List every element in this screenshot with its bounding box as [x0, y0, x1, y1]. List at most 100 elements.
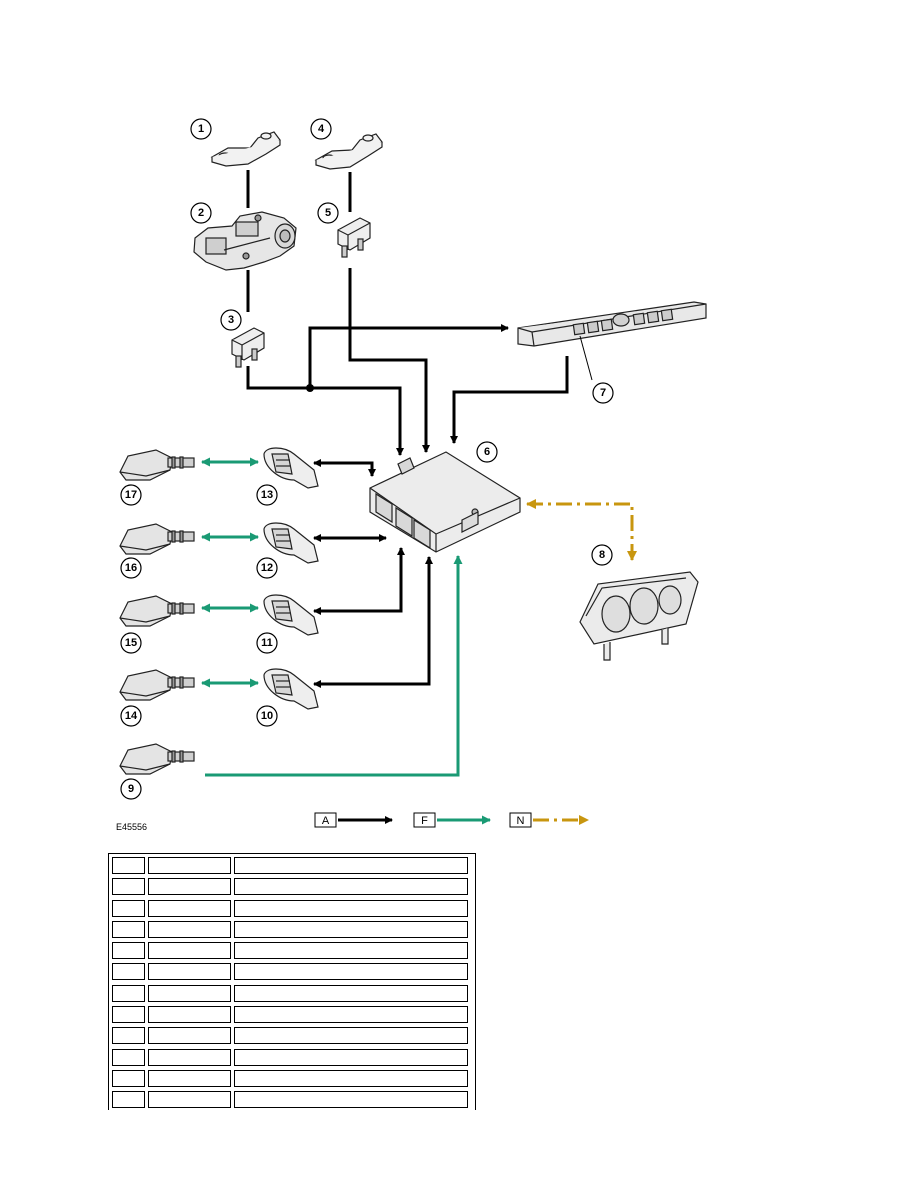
callout-4: 4 — [318, 123, 325, 135]
table-cell — [112, 963, 145, 981]
initiator-11 — [263, 594, 319, 636]
initiator-12 — [263, 522, 319, 564]
table-row — [109, 854, 475, 875]
legend: A F N — [314, 812, 589, 828]
table-cell — [234, 878, 468, 896]
table-cell — [234, 857, 468, 874]
table-cell — [234, 1091, 468, 1109]
table-row — [109, 1024, 475, 1045]
table-cell — [148, 878, 231, 896]
table-cell — [234, 1069, 468, 1087]
tyre-pressure-sensor-16 — [119, 523, 195, 555]
tyre-pressure-sensor-9 — [119, 743, 195, 775]
callout-6: 6 — [484, 446, 490, 458]
callout-9: 9 — [128, 783, 134, 795]
tyre-initiators — [263, 447, 319, 710]
wire-10-to-module — [313, 556, 433, 688]
table-cell — [148, 1048, 231, 1066]
hardwired-connections — [246, 170, 569, 688]
table-cell — [148, 1069, 231, 1087]
tyre-sensors — [119, 449, 195, 775]
wire-to-switchpack — [308, 324, 509, 388]
callout-12: 12 — [261, 562, 273, 574]
legend-letter-n: N — [517, 815, 525, 827]
table-cell — [112, 878, 145, 896]
tyre-pressure-sensor-14 — [119, 669, 195, 701]
callout-3: 3 — [228, 314, 234, 326]
wire-3-to-module — [246, 366, 404, 456]
table-row — [109, 1046, 475, 1067]
wire-11-to-module — [313, 547, 405, 615]
fusible-link-1 — [210, 131, 281, 167]
table-row — [109, 897, 475, 918]
table-cell — [112, 984, 145, 1002]
figure-id: E45556 — [116, 822, 147, 832]
rf-connections — [201, 457, 463, 777]
table-row — [109, 1003, 475, 1024]
table-cell — [148, 899, 231, 917]
table-cell — [148, 1027, 231, 1045]
callout-5: 5 — [325, 207, 331, 219]
table-cell — [148, 857, 231, 874]
table-cell — [112, 1048, 145, 1066]
callout-17: 17 — [125, 489, 137, 501]
callout-11: 11 — [261, 637, 273, 649]
table-cell — [148, 1091, 231, 1109]
table-cell — [112, 1006, 145, 1024]
callout-14: 14 — [125, 710, 138, 722]
callout-7: 7 — [600, 387, 606, 399]
splice-junction — [306, 384, 314, 392]
wire-7-to-module — [450, 356, 569, 444]
callouts — [120, 118, 614, 800]
rf-9-to-module — [205, 555, 463, 777]
table-row — [109, 939, 475, 960]
table-cell — [234, 899, 468, 917]
callout-8: 8 — [599, 549, 605, 561]
table-cell — [148, 984, 231, 1002]
table-cell — [148, 963, 231, 981]
table-row — [109, 1067, 475, 1088]
instrument-cluster-8 — [579, 571, 699, 661]
table-cell — [112, 857, 145, 874]
table-cell — [112, 920, 145, 938]
callout-13: 13 — [261, 489, 273, 501]
callout-1: 1 — [198, 123, 204, 135]
table-cell — [148, 942, 231, 960]
table-cell — [112, 1091, 145, 1109]
initiator-13 — [263, 447, 319, 489]
table-cell — [148, 920, 231, 938]
wire-13-to-module — [313, 459, 376, 477]
legend-box-n — [509, 812, 532, 828]
wire-5-to-module — [348, 268, 430, 453]
fuse-5 — [337, 217, 371, 258]
can-module-to-cluster — [526, 499, 637, 561]
table-cell — [234, 942, 468, 960]
tyre-pressure-sensor-17 — [119, 449, 195, 481]
key-table — [108, 853, 476, 1110]
initiator-10 — [263, 668, 319, 710]
table-cell — [234, 984, 468, 1002]
tpms-module-6 — [369, 451, 521, 553]
table-row — [109, 1088, 475, 1109]
fuse-3 — [231, 327, 265, 368]
table-row — [109, 918, 475, 939]
callout-10: 10 — [261, 710, 273, 722]
legend-letter-a: A — [322, 815, 330, 827]
fusible-link-4 — [314, 133, 383, 170]
table-cell — [234, 1027, 468, 1045]
table-cell — [234, 1006, 468, 1024]
table-cell — [112, 899, 145, 917]
table-row — [109, 960, 475, 981]
table-cell — [112, 1027, 145, 1045]
callout-16: 16 — [125, 562, 137, 574]
switch-pack-7 — [517, 301, 707, 381]
table-cell — [112, 1069, 145, 1087]
table-cell — [234, 1048, 468, 1066]
table-cell — [234, 920, 468, 938]
tyre-pressure-sensor-15 — [119, 595, 195, 627]
table-row — [109, 982, 475, 1003]
legend-letter-f: F — [421, 815, 428, 827]
legend-box-a — [314, 812, 337, 828]
table-cell — [112, 942, 145, 960]
